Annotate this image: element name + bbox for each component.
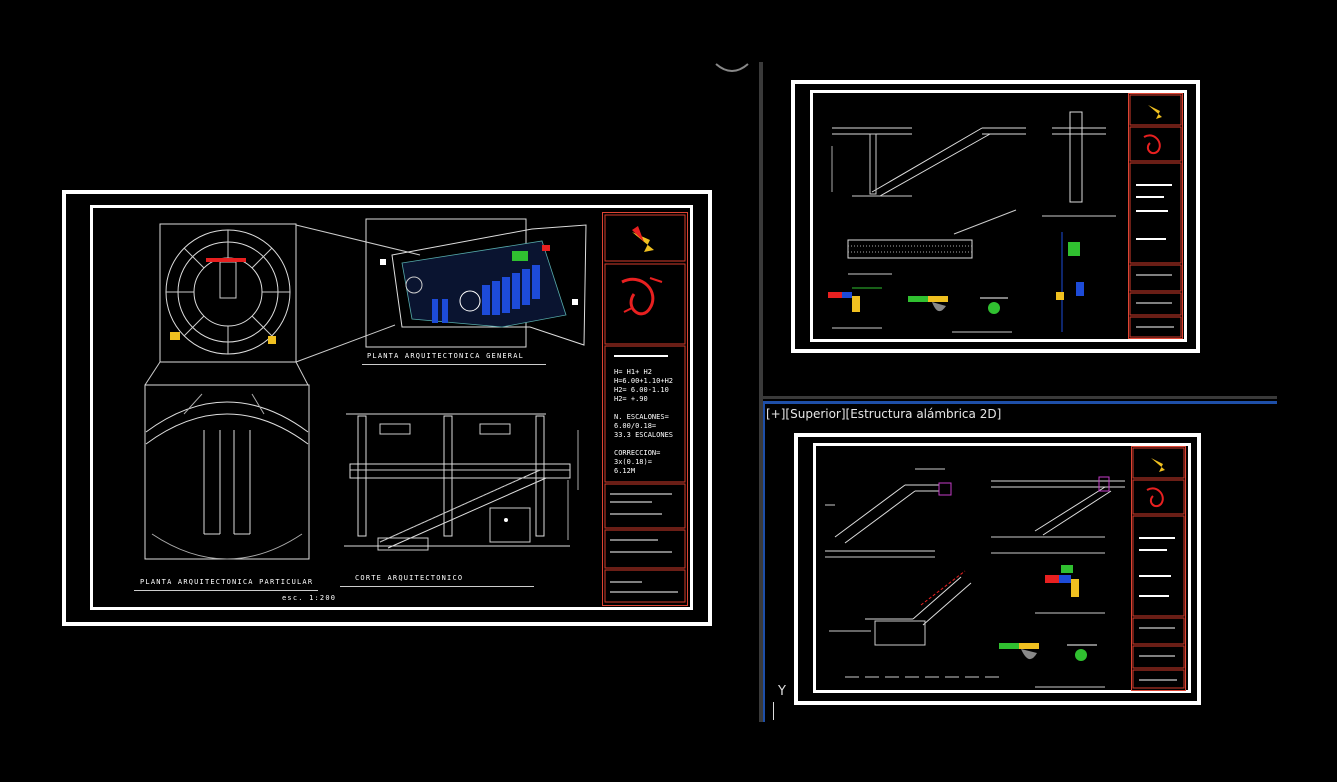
particular-plan-drawing — [159, 223, 297, 363]
titleblock-calc-line: 33.3 ESCALONES — [614, 431, 674, 439]
viewcube-icon[interactable] — [712, 60, 752, 80]
ucs-y-axis-label: Y — [778, 684, 786, 699]
sheet-top-right-inner-frame — [810, 90, 1187, 342]
titleblock-calc-line — [614, 440, 673, 449]
viewport-divider-vertical[interactable] — [759, 62, 763, 722]
active-viewport-frame[interactable] — [763, 401, 1277, 722]
top-right-drawings — [828, 111, 1116, 333]
titleblock-main-content — [604, 214, 686, 603]
titleblock-calc-line — [614, 404, 673, 413]
label-section: CORTE ARQUITECTONICO — [355, 574, 464, 582]
sheet-main-inner-frame — [90, 205, 693, 610]
titleblock-calc-line: 6.00/0.18= — [614, 422, 657, 430]
sheet-bottom-right-inner-frame — [813, 443, 1191, 693]
underline-plan-particular — [134, 590, 318, 591]
titleblock-calc-line: H= H1+ H2 — [614, 368, 652, 376]
titleblock-calc-line: CORRECCION= — [614, 449, 661, 457]
bottom-right-drawings — [825, 468, 1125, 688]
viewport-divider-horizontal[interactable] — [763, 396, 1277, 399]
underline-plan-general — [362, 364, 546, 365]
label-plan-general: PLANTA ARQUITECTONICA GENERAL — [367, 352, 525, 360]
general-site-plan-drawing — [365, 218, 587, 348]
titleblock-calc-line: H=6.00+1.10+H2 — [614, 377, 674, 385]
escalator-plan-enlarged — [144, 384, 310, 560]
titleblock-calc-line: H2= +.90 — [614, 395, 648, 403]
architectural-section-drawing — [344, 413, 579, 551]
titleblock-calc-line: 6.12M — [614, 467, 636, 475]
titleblock-main — [602, 212, 688, 606]
layout-sheet-bottom-right[interactable] — [794, 433, 1201, 705]
titleblock-calc-line: H2= 6.00-1.10 — [614, 386, 669, 394]
titleblock-top-right — [1128, 93, 1183, 339]
underline-section — [340, 586, 534, 587]
ucs-icon — [773, 702, 774, 720]
titleblock-calc-line: 3x(0.18)= — [614, 458, 652, 466]
titleblock-bottom-right — [1131, 446, 1186, 691]
layout-sheet-top-right[interactable] — [791, 80, 1200, 353]
titleblock-top-right-content — [1129, 94, 1182, 338]
label-scale: esc. 1:200 — [282, 594, 337, 602]
titleblock-bottom-right-content — [1132, 447, 1185, 689]
detail-callout-lines — [144, 224, 421, 386]
viewport-controls-label[interactable]: [+][Superior][Estructura alámbrica 2D] — [766, 407, 1002, 421]
titleblock-calc-line: N. ESCALONES= — [614, 413, 669, 421]
layout-sheet-main[interactable] — [62, 190, 712, 626]
label-plan-particular: PLANTA ARQUITECTONICA PARTICULAR — [140, 578, 314, 586]
